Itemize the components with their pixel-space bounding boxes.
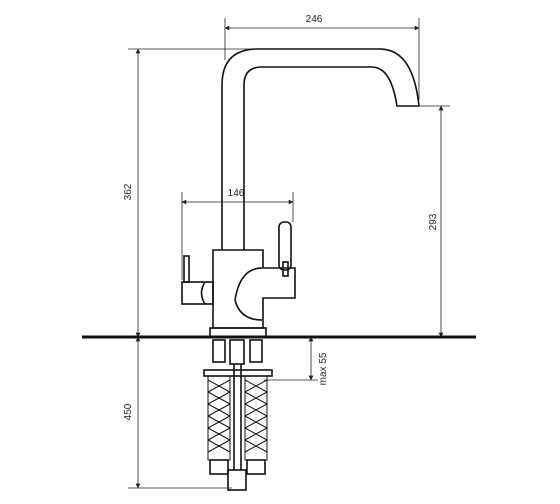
dimension-handle-span: 146 <box>181 188 294 280</box>
right-handle <box>278 221 292 277</box>
dimension-total-height: 362 <box>123 48 330 338</box>
dimension-label-450: 450 <box>123 403 134 420</box>
dimension-label-max-55: max 55 <box>318 352 329 385</box>
left-handle <box>181 255 214 305</box>
dimension-max-thickness: max 55 <box>264 336 329 385</box>
dimension-hose-length: 450 <box>123 336 232 489</box>
dimension-label-362: 362 <box>123 183 134 200</box>
dimension-label-146: 146 <box>228 188 245 199</box>
faucet-spout <box>221 48 420 250</box>
supply-hoses <box>203 339 273 491</box>
dimension-label-293: 293 <box>428 213 439 230</box>
dimension-label-246: 246 <box>306 14 323 25</box>
faucet-body <box>209 249 296 338</box>
dimension-spout-height: 293 <box>419 105 450 338</box>
dimension-spout-reach: 246 <box>224 14 420 100</box>
